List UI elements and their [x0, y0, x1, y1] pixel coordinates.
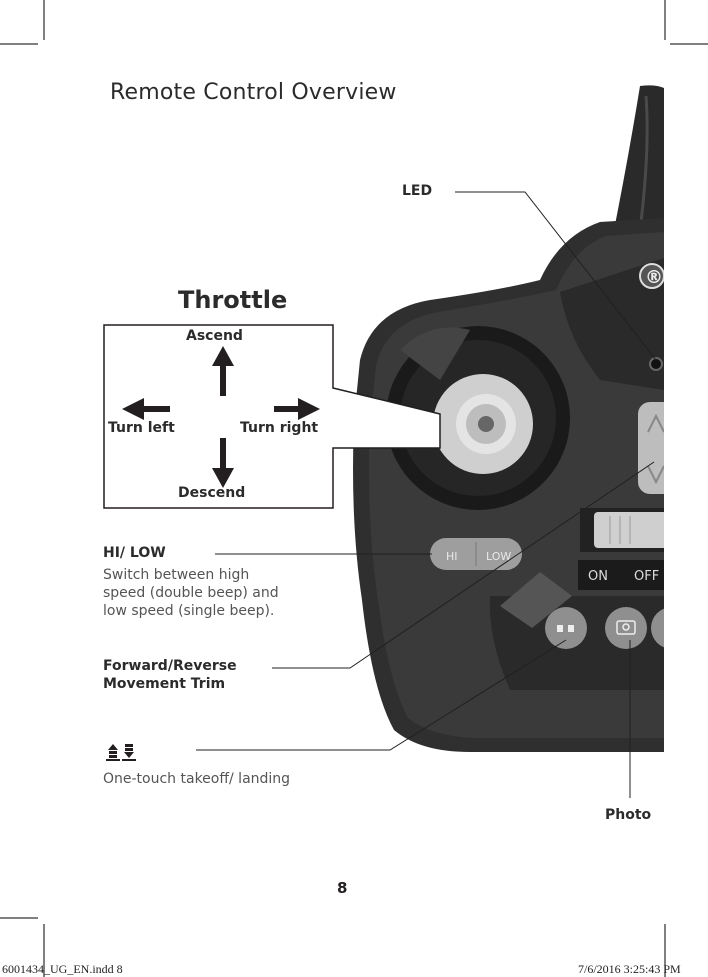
direction-arrows [122, 346, 320, 488]
hi-label: HI [446, 550, 458, 563]
turn-right-label: Turn right [240, 420, 319, 436]
trim-title-line-1: Forward/Reverse [103, 658, 237, 674]
leader-lines [196, 191, 657, 798]
arrow-left-icon [122, 398, 170, 420]
off-label: OFF [634, 569, 659, 584]
arrow-up-icon [212, 346, 234, 396]
takeoff-landing-icon [106, 744, 136, 761]
throttle-joystick[interactable] [433, 374, 533, 474]
remote-controller-image: ® ON OFF [353, 85, 693, 752]
hi-low-desc-line-2: speed (double beep) and [103, 585, 279, 601]
hi-low-button[interactable]: HI LOW [430, 538, 522, 570]
led-indicator [649, 357, 663, 371]
takeoff-callout-desc: One-touch takeoff/ landing [103, 771, 291, 787]
hi-low-desc-line-1: Switch between high [103, 567, 250, 583]
registered-mark: ® [645, 267, 663, 288]
trim-title-line-2: Movement Trim [103, 676, 226, 692]
ascend-label: Ascend [186, 328, 243, 344]
slug-file-name: 6001434_UG_EN.indd 8 [2, 962, 123, 976]
turn-left-label: Turn left [108, 420, 175, 436]
on-label: ON [588, 569, 608, 584]
trim-callout-title: Forward/Reverse Movement Trim [103, 657, 237, 693]
hi-low-desc-line-3: low speed (single beep). [103, 603, 275, 619]
page-number: 8 [337, 879, 348, 897]
photo-callout-label: Photo [605, 807, 652, 823]
takeoff-landing-button[interactable] [545, 607, 587, 649]
hi-low-callout-title: HI/ LOW [103, 545, 166, 561]
throttle-callout-box [103, 324, 441, 509]
power-switch[interactable] [580, 508, 670, 552]
descend-label: Descend [178, 485, 246, 501]
led-callout-label: LED [402, 183, 433, 199]
hi-low-callout-desc: Switch between high speed (double beep) … [103, 566, 279, 620]
throttle-title: Throttle [178, 286, 288, 314]
photo-button[interactable] [605, 607, 647, 649]
slug-timestamp: 7/6/2016 3:25:43 PM [578, 962, 681, 976]
page-title: Remote Control Overview [110, 80, 397, 105]
arrow-down-icon [212, 438, 234, 488]
arrow-right-icon [274, 398, 320, 420]
low-label: LOW [486, 550, 511, 563]
